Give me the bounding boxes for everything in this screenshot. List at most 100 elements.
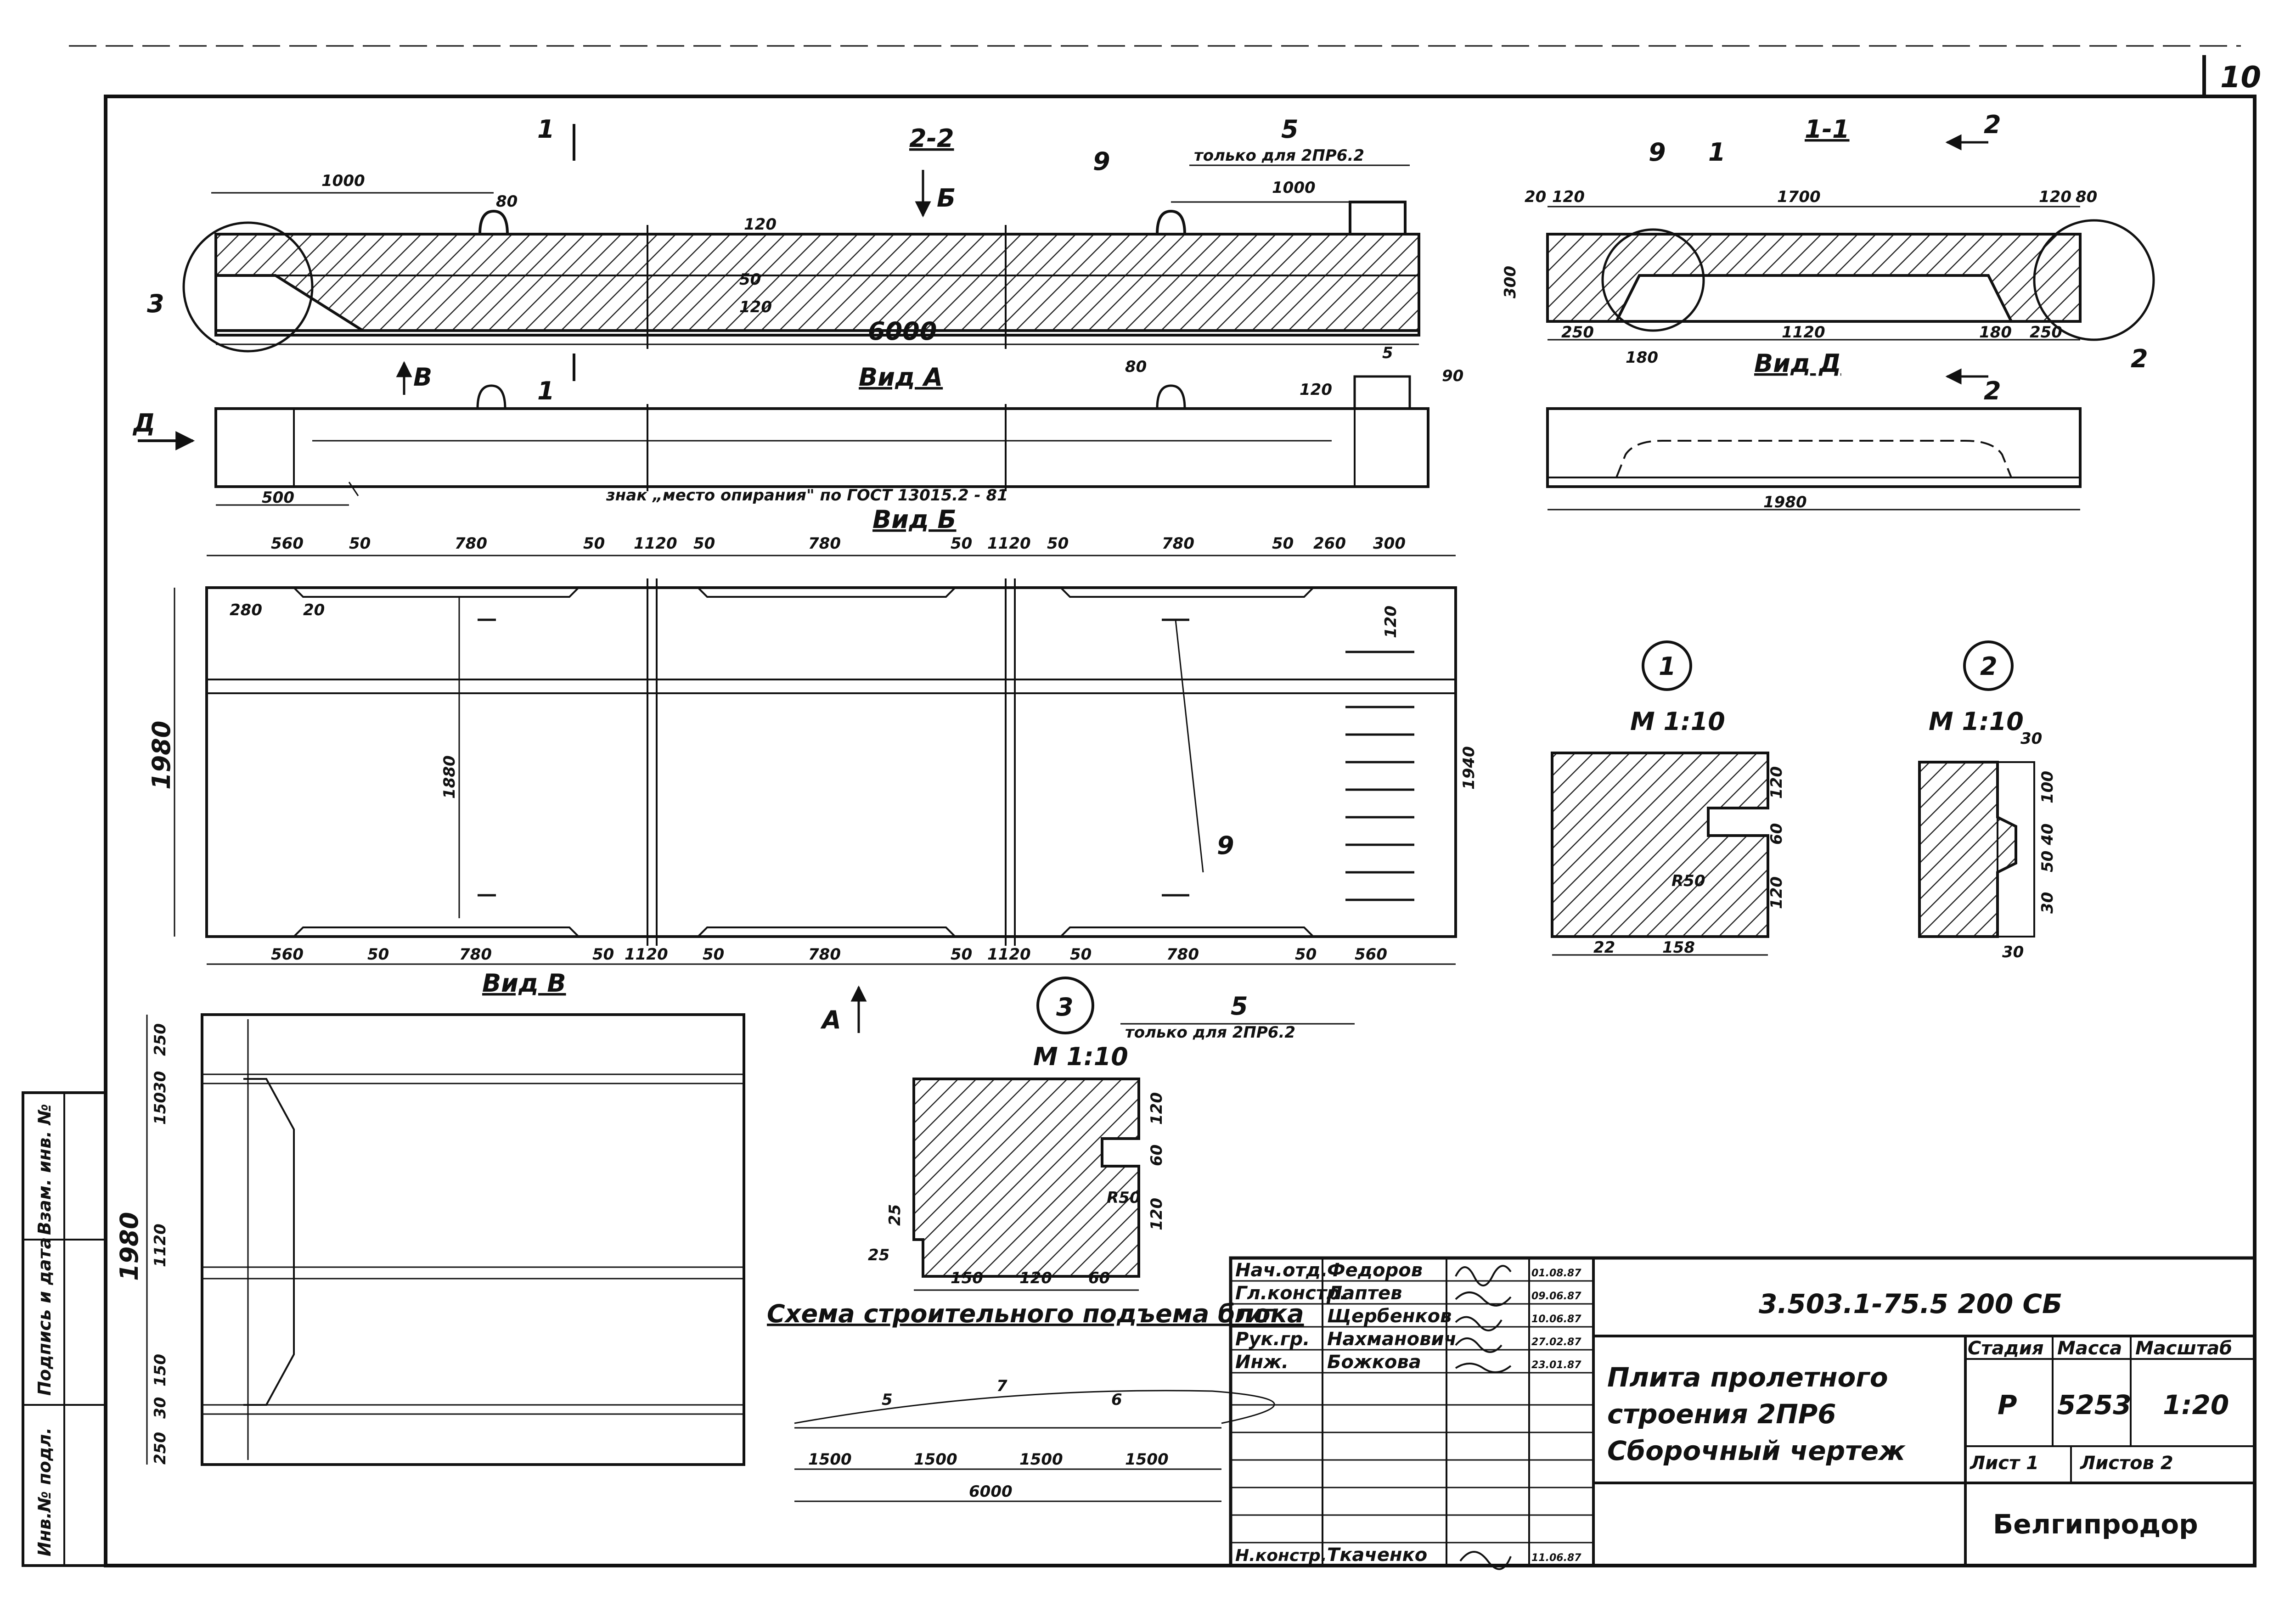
plan-small: 250 30 150 1120 150 30 250 1980 — [115, 1013, 745, 1466]
stamp-role-3: Рук.гр. — [1235, 1329, 1310, 1350]
signature-marks — [1455, 1265, 1512, 1570]
d1-r50: R50 — [1671, 872, 1705, 890]
dim-120-s11-right: 120 — [2039, 188, 2071, 206]
svg-text:260: 260 — [1313, 534, 1346, 553]
detail-3-circle — [182, 221, 314, 353]
strip-signature-date: Подпись и дата — [34, 1237, 55, 1396]
view-d-title: Вид Д — [1754, 349, 1841, 378]
dim-300: 300 — [1501, 266, 1519, 298]
lift-mark-6: 6 — [1111, 1391, 1122, 1409]
svg-text:50: 50 — [583, 534, 605, 553]
d1-158: 158 — [1662, 938, 1695, 957]
stamp-role-0: Нач.отд. — [1235, 1260, 1328, 1281]
detail-3-scale: М 1:10 — [1033, 1042, 1128, 1071]
stamp-scale: 1:20 — [2163, 1389, 2229, 1420]
svg-text:50: 50 — [1272, 534, 1294, 553]
only-2pr62-top: только для 2ПР6.2 — [1194, 146, 1364, 165]
callout-9-label: 9 — [1093, 147, 1110, 176]
stamp-org: Белгипродор — [1993, 1509, 2198, 1540]
dim-120-top: 120 — [744, 215, 777, 234]
dim-250-s11-left: 250 — [1561, 323, 1594, 342]
svg-text:560: 560 — [1355, 945, 1387, 964]
lift-mark-5: 5 — [882, 1391, 893, 1409]
dim-120-mid: 120 — [739, 298, 772, 316]
svg-text:50: 50 — [693, 534, 715, 553]
d3-25b: 25 — [868, 1246, 889, 1264]
dim-80-top: 80 — [496, 192, 518, 211]
stamp-col-stage: Стадия — [1968, 1338, 2044, 1359]
stamp-title-line1: Плита пролетного — [1607, 1362, 1888, 1393]
dim-20-plan: 20 — [303, 601, 325, 619]
lift-span-4: 1500 — [1125, 1450, 1169, 1469]
d3-r50: R50 — [1107, 1189, 1141, 1207]
detail-2-circle — [2033, 219, 2155, 341]
stamp-title-line2: строения 2ПР6 — [1607, 1398, 1836, 1430]
arrow-v-label: В — [413, 363, 432, 392]
detail-3-mark: 3 — [1056, 993, 1074, 1022]
dim-280: 280 — [230, 601, 262, 619]
svg-text:50: 50 — [1047, 534, 1069, 553]
view-v-title: Вид В — [482, 969, 566, 998]
ps-150b: 150 — [151, 1354, 169, 1387]
detail-2-scale: М 1:10 — [1929, 707, 2024, 736]
sheet-number: 10 — [2220, 61, 2261, 95]
lifting-scheme: Схема строительного подъема блока 5 7 6 … — [767, 1299, 1304, 1502]
stamp-date-1: 09.06.87 — [1531, 1291, 1581, 1302]
ps-1980: 1980 — [115, 1212, 144, 1281]
dim-180-s11-left: 180 — [1626, 348, 1658, 367]
d2-30: 30 — [2020, 730, 2042, 748]
stamp-role-4: Инж. — [1235, 1352, 1289, 1373]
d2-30b: 30 — [2038, 892, 2057, 914]
d2-30c: 30 — [2002, 943, 2024, 961]
d1-60: 60 — [1767, 823, 1786, 845]
stamp-name-4: Божкова — [1327, 1352, 1421, 1373]
strip-inv-podl: Инв.№ подл. — [34, 1427, 55, 1556]
dim-90-viewa: 90 — [1442, 367, 1463, 385]
dim-1940: 1940 — [1460, 746, 1478, 790]
lifting-title: Схема строительного подъема блока — [767, 1299, 1304, 1328]
svg-text:50: 50 — [951, 534, 972, 553]
svg-text:300: 300 — [1373, 534, 1406, 553]
lift-span-2: 1500 — [914, 1450, 957, 1469]
dim-bottom-row: 560 50 780 50 1120 50 780 50 1120 50 780… — [271, 945, 1387, 964]
stamp-name-2: Щербенков — [1327, 1306, 1452, 1327]
dim-1120-s11: 1120 — [1782, 323, 1825, 342]
dim-120-plan: 120 — [1382, 606, 1400, 638]
callout-5-plan: 5 — [1231, 992, 1248, 1021]
svg-text:1120: 1120 — [625, 945, 668, 964]
callout-9-plan: 9 — [1217, 831, 1234, 860]
d1-120b: 120 — [1767, 876, 1786, 909]
ps-30b: 30 — [151, 1397, 169, 1419]
view-b-title: Вид Б — [872, 505, 957, 534]
sheet-frame — [104, 95, 2257, 1567]
d3-120b: 120 — [1148, 1198, 1166, 1230]
ps-150a: 150 — [151, 1092, 169, 1125]
detail-1: 1 М 1:10 120 60 120 R50 22 158 — [1551, 640, 1786, 957]
svg-text:780: 780 — [1166, 945, 1199, 964]
stamp-name-5: Ткаченко — [1327, 1544, 1427, 1566]
ps-30a: 30 — [151, 1071, 169, 1093]
stamp-role-2: ГИП — [1235, 1306, 1277, 1327]
callout-2-s11: 2 — [2131, 344, 2148, 373]
stamp-sheet: Лист 1 — [1970, 1453, 2039, 1474]
svg-text:1120: 1120 — [987, 534, 1031, 553]
callout-3-label: 3 — [147, 289, 164, 318]
stamp-code: 3.503.1-75.5 200 СБ — [1759, 1288, 2062, 1319]
dim-120-viewa: 120 — [1300, 381, 1332, 399]
dim-1980-viewd: 1980 — [1763, 493, 1807, 511]
arrow-b-top: Б — [937, 184, 956, 213]
callout-5-viewa: 5 — [1382, 344, 1393, 362]
d3-120: 120 — [1148, 1092, 1166, 1125]
stamp-name-3: Нахманович — [1327, 1329, 1457, 1350]
d3-120c: 120 — [1019, 1269, 1052, 1287]
dim-1700: 1700 — [1777, 188, 1821, 206]
svg-text:780: 780 — [808, 534, 841, 553]
strip-vzam-inv: Взам. инв. № — [34, 1104, 55, 1235]
lift-mark-7: 7 — [996, 1377, 1007, 1395]
arrow-a-label: А — [820, 1005, 841, 1034]
stamp-role-5: Н.констр. — [1235, 1546, 1327, 1565]
d3-60b: 60 — [1088, 1269, 1110, 1287]
stamp-date-0: 01.08.87 — [1531, 1268, 1581, 1279]
stamp-col-scale: Масштаб — [2135, 1338, 2232, 1359]
